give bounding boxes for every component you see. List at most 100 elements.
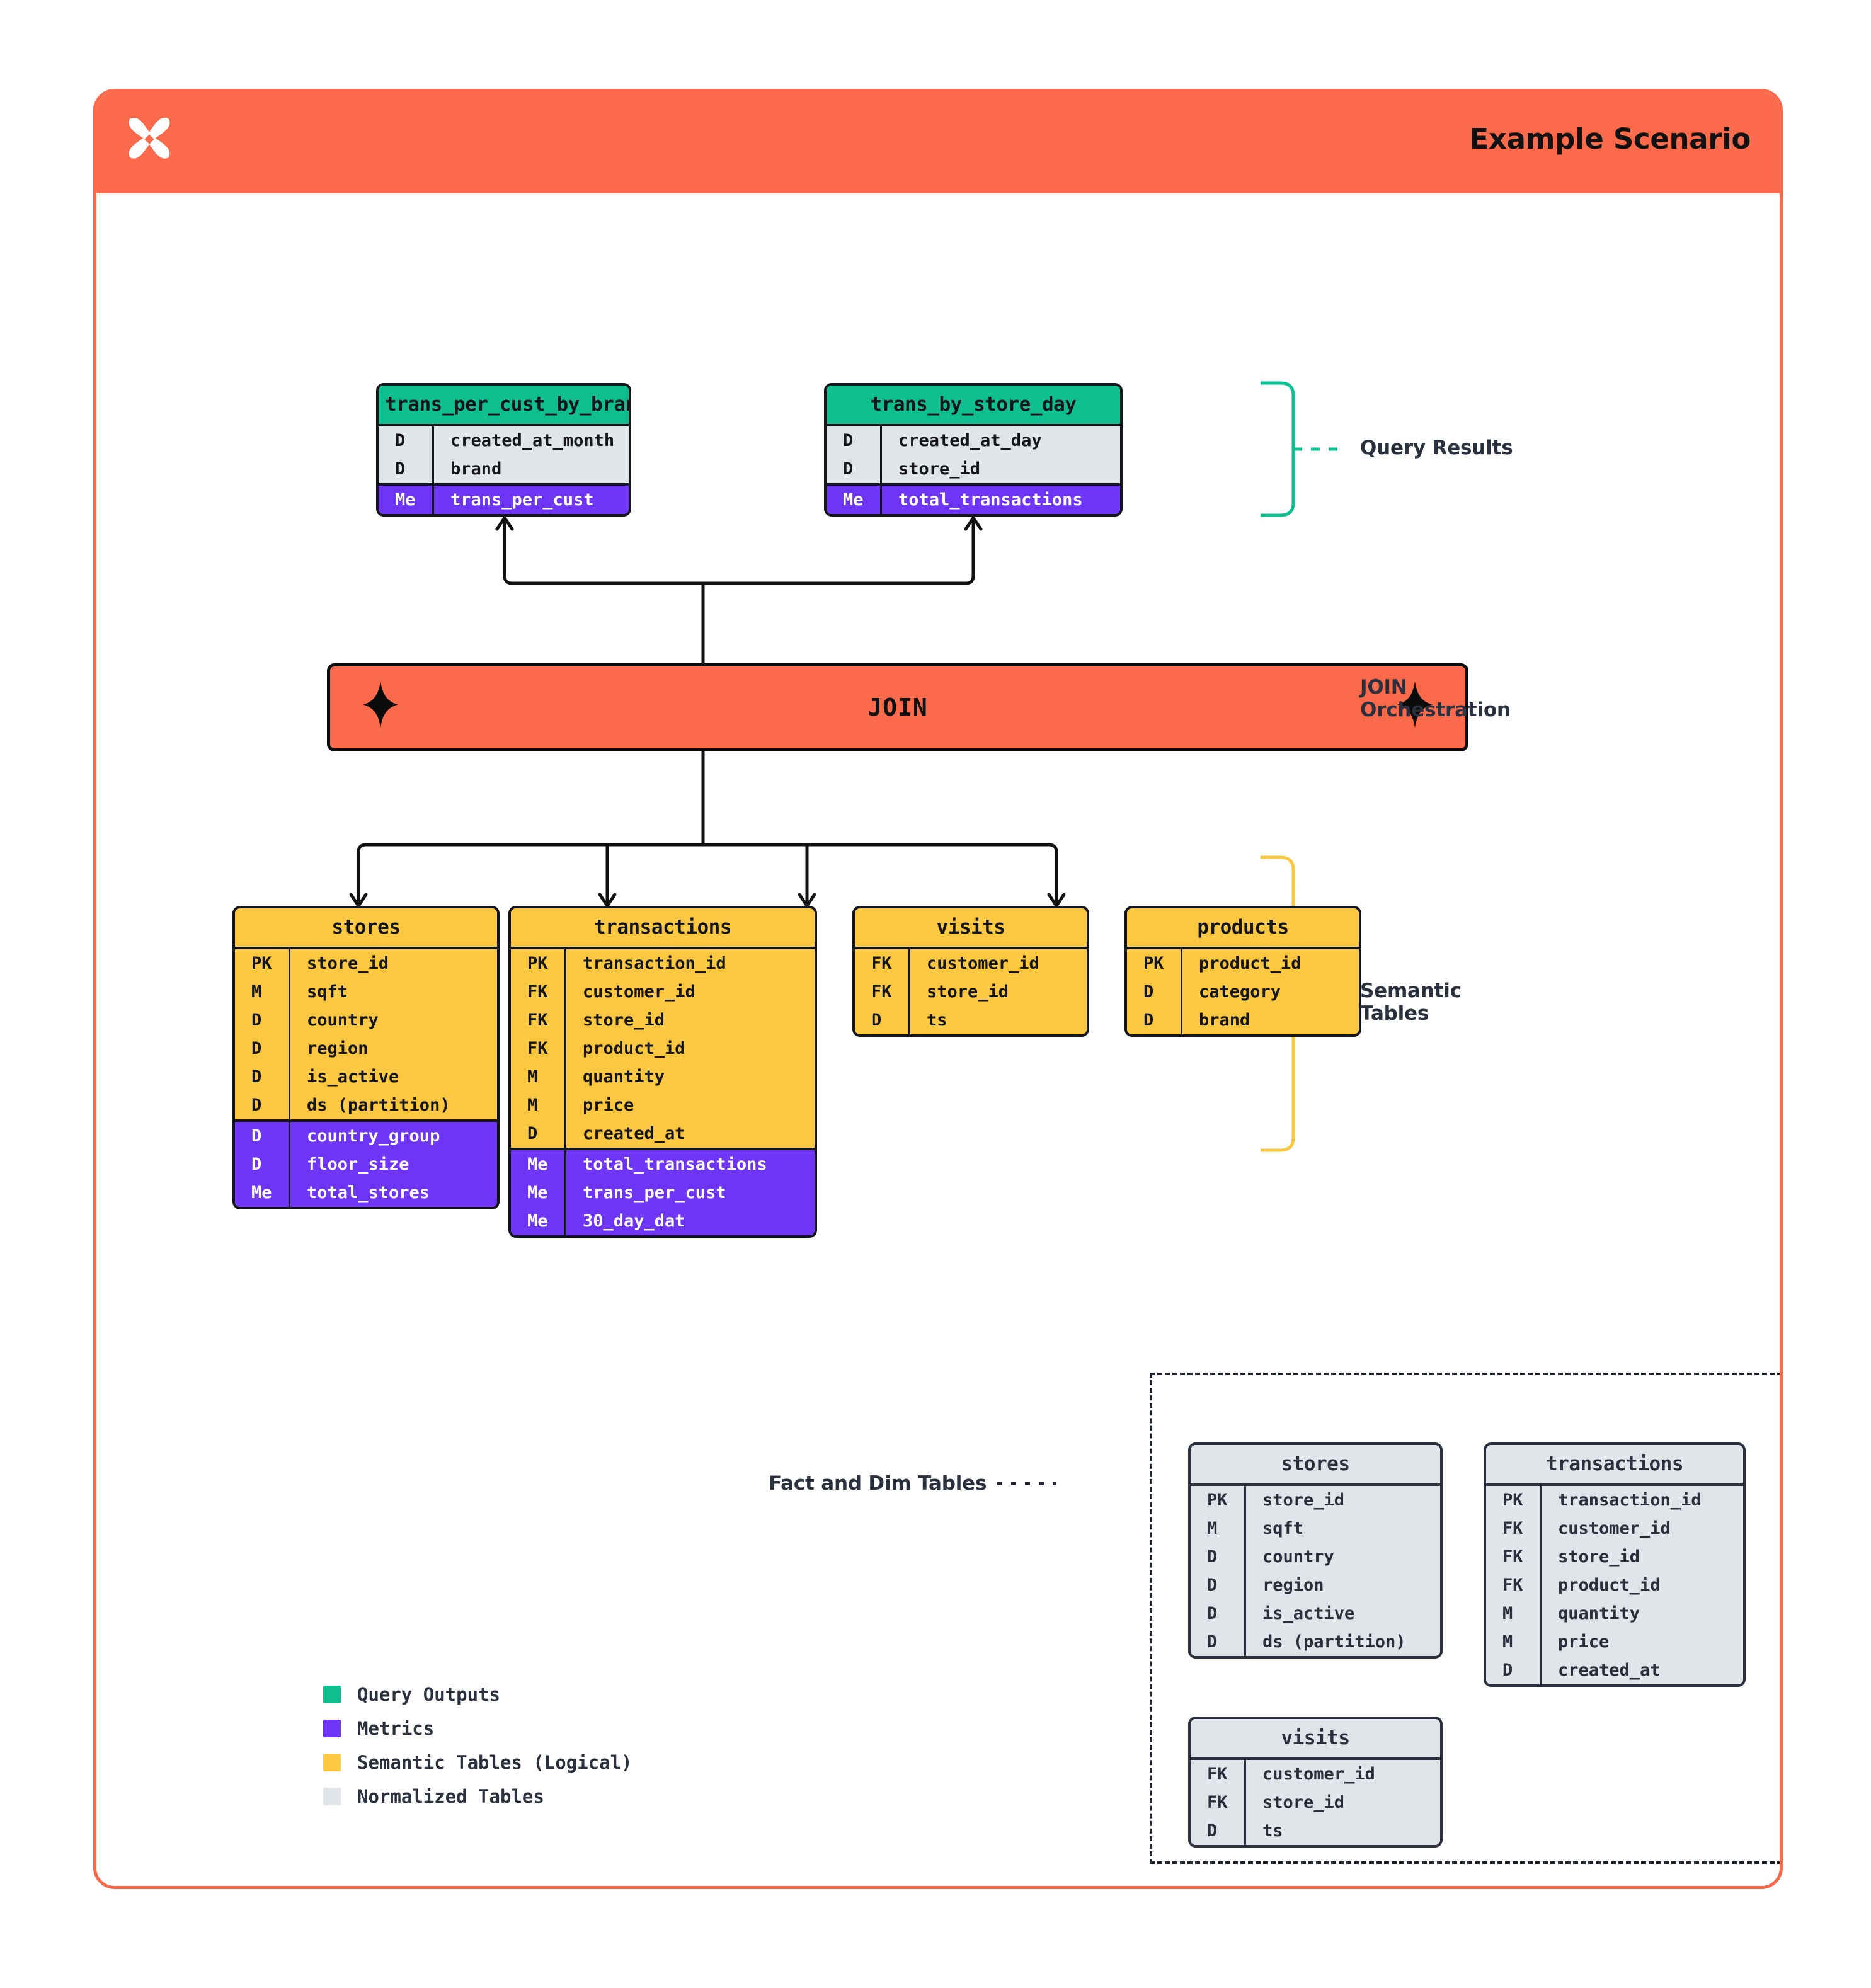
- column-name: store_id: [583, 1010, 665, 1030]
- column-tag: D: [235, 1150, 290, 1179]
- column-name: category: [1199, 982, 1281, 1002]
- annotation-label-line2: Orchestration: [1360, 698, 1511, 721]
- column-name: customer_id: [1558, 1519, 1671, 1538]
- column-name: quantity: [583, 1067, 665, 1087]
- column-name: country: [1262, 1547, 1334, 1567]
- column-tag: D: [511, 1119, 566, 1148]
- column-name: store_id: [927, 982, 1009, 1002]
- column-name: ts: [1262, 1821, 1283, 1841]
- table-title: visits: [855, 908, 1087, 949]
- column-tag: D: [235, 1063, 290, 1091]
- column-name: product_id: [583, 1039, 685, 1058]
- column-tag: M: [235, 978, 290, 1006]
- legend-label: Metrics: [357, 1718, 435, 1739]
- column-name: is_active: [1262, 1604, 1355, 1623]
- column-name: created_at: [1558, 1660, 1661, 1680]
- table-title: products: [1127, 908, 1359, 949]
- column-tag: D: [235, 1122, 290, 1150]
- column-tag: D: [1486, 1656, 1542, 1684]
- legend-item: Metrics: [323, 1718, 632, 1739]
- four-point-star-logo-icon: [119, 111, 180, 172]
- column-tag: M: [1191, 1514, 1246, 1543]
- column-name: region: [307, 1039, 369, 1058]
- column-name: total_transactions: [898, 490, 1083, 510]
- legend-swatch-metrics: [323, 1720, 341, 1737]
- table-row: FK store_id: [1191, 1788, 1440, 1817]
- column-name: store_id: [1262, 1793, 1345, 1812]
- column-tag: Me: [511, 1150, 566, 1179]
- query-result-table[interactable]: trans_by_store_day D created_at_day D st…: [824, 383, 1123, 517]
- annotation-query-results: Query Results: [1360, 437, 1513, 460]
- column-tag: M: [511, 1063, 566, 1091]
- table-title: stores: [235, 908, 497, 949]
- column-tag: Me: [379, 486, 434, 514]
- column-tag: FK: [855, 949, 910, 978]
- column-tag: FK: [1486, 1514, 1542, 1543]
- query-result-table[interactable]: trans_per_cust_by_brand_month D created_…: [376, 383, 631, 517]
- sparkle-icon: [363, 681, 398, 734]
- column-name: sqft: [1262, 1519, 1304, 1538]
- join-orchestration-node[interactable]: JOIN: [327, 663, 1468, 751]
- column-name: created_at_month: [450, 431, 615, 450]
- column-name: store_id: [307, 954, 389, 973]
- column-tag: FK: [1486, 1571, 1542, 1599]
- column-tag: PK: [235, 949, 290, 978]
- column-tag: Me: [511, 1179, 566, 1207]
- table-row: D created_at_month: [379, 426, 629, 455]
- annotation-label: Query Results: [1360, 437, 1513, 459]
- legend-swatch-normalized-tables: [323, 1788, 341, 1805]
- legend: Query Outputs Metrics Semantic Tables (L…: [323, 1684, 632, 1820]
- column-name: customer_id: [583, 982, 695, 1002]
- column-name: created_at: [583, 1124, 685, 1143]
- column-name: price: [583, 1095, 634, 1115]
- column-tag: FK: [855, 978, 910, 1006]
- column-tag: D: [379, 455, 434, 483]
- column-name: transaction_id: [1558, 1490, 1702, 1510]
- column-name: created_at_day: [898, 431, 1042, 450]
- column-tag: M: [511, 1091, 566, 1119]
- legend-item: Semantic Tables (Logical): [323, 1752, 632, 1773]
- column-tag: PK: [511, 949, 566, 978]
- legend-swatch-query-outputs: [323, 1686, 341, 1703]
- column-tag: FK: [1191, 1788, 1246, 1817]
- column-tag: D: [1127, 1006, 1182, 1034]
- column-tag: D: [1127, 978, 1182, 1006]
- annotation-semantic-tables: Semantic Tables: [1360, 980, 1462, 1025]
- column-tag: D: [827, 455, 882, 483]
- column-tag: D: [1191, 1817, 1246, 1845]
- column-name: product_id: [1199, 954, 1302, 973]
- column-tag: D: [1191, 1543, 1246, 1571]
- column-tag: D: [1191, 1628, 1246, 1656]
- annotation-label-line1: JOIN: [1360, 676, 1407, 699]
- table-title: transactions: [1486, 1445, 1743, 1486]
- table-title: stores: [1191, 1445, 1440, 1486]
- annotation-label: Fact and Dim Tables: [769, 1472, 987, 1495]
- column-tag: D: [855, 1006, 910, 1034]
- table-title: trans_by_store_day: [827, 386, 1120, 426]
- column-name: ts: [927, 1010, 947, 1030]
